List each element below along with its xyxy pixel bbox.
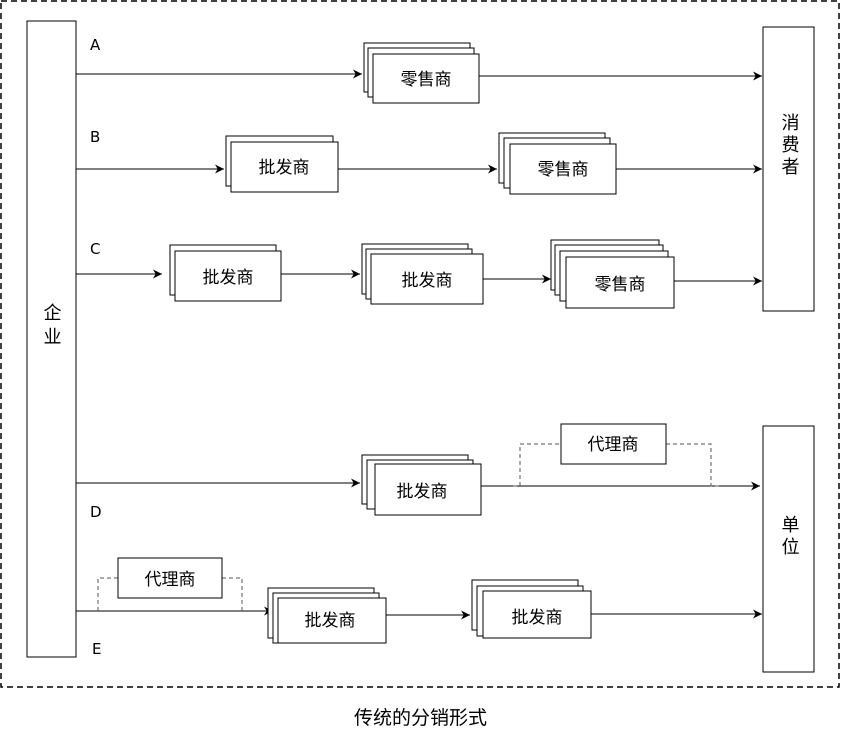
node-d-agent: 代理商 <box>560 423 667 465</box>
channel-label-e: E <box>92 640 101 658</box>
stack-e-wholesaler-1: 批发商 <box>267 587 387 644</box>
stack-c-retailer: 零售商 <box>550 239 675 309</box>
node-e-wholesaler-2-label: 批发商 <box>512 608 563 628</box>
channel-label-b: B <box>90 128 100 146</box>
stack-c-wholesaler-1: 批发商 <box>169 244 282 302</box>
unit-label: 单位 <box>779 515 800 559</box>
figure-caption: 传统的分销形式 <box>353 707 487 729</box>
agent-bypass-d <box>513 443 561 487</box>
stack-a-retailer: 零售商 <box>363 42 480 104</box>
enterprise-box <box>26 20 77 658</box>
channel-label-a: A <box>90 36 101 54</box>
node-d-agent-label: 代理商 <box>588 435 639 455</box>
node-c-wholesaler-2-label: 批发商 <box>402 271 453 291</box>
agent-bypass-d-right <box>666 443 720 487</box>
enterprise-label: 企业 <box>41 303 62 351</box>
node-c-wholesaler-1-label: 批发商 <box>203 268 254 288</box>
outer-dashed-frame <box>0 0 840 688</box>
consumer-box <box>762 26 815 312</box>
node-e-agent: 代理商 <box>117 557 223 599</box>
agent-bypass-e-right <box>222 577 243 611</box>
node-e-wholesaler-1-label: 批发商 <box>305 611 356 631</box>
stack-c-wholesaler-2: 批发商 <box>361 243 484 305</box>
stack-e-wholesaler-2: 批发商 <box>471 579 592 639</box>
stack-b-wholesaler: 批发商 <box>225 135 339 193</box>
stack-b-retailer: 零售商 <box>498 132 617 195</box>
channel-label-c: C <box>90 240 100 258</box>
node-e-agent-label: 代理商 <box>145 570 196 590</box>
node-c-retailer-label: 零售商 <box>595 275 646 295</box>
unit-box <box>762 425 815 673</box>
channel-label-d: D <box>90 503 102 521</box>
consumer-label: 消费者 <box>779 113 800 179</box>
agent-bypass-e <box>97 577 118 611</box>
node-a-retailer-label: 零售商 <box>401 70 452 90</box>
node-b-wholesaler-label: 批发商 <box>259 158 310 178</box>
node-b-retailer-label: 零售商 <box>538 160 589 180</box>
node-d-wholesaler-label: 批发商 <box>397 482 448 502</box>
stack-d-wholesaler: 批发商 <box>361 454 482 516</box>
